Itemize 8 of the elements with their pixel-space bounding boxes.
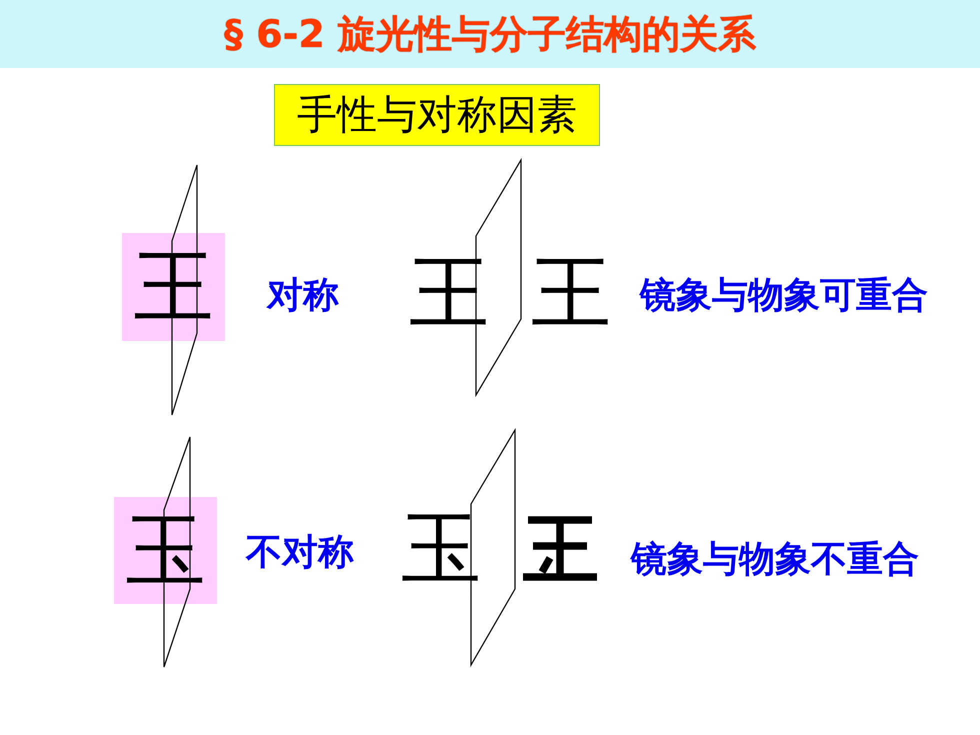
- symmetry-label: 对称: [267, 278, 339, 314]
- superimposable-note: 镜象与物象可重合: [640, 278, 928, 314]
- non-superimposable-note: 镜象与物象不重合: [631, 542, 919, 578]
- slide-title: § 6-2 旋光性与分子结构的关系: [222, 13, 758, 55]
- topic-box: [274, 84, 600, 146]
- asymmetry-label: 不对称: [246, 535, 354, 571]
- mirror-image-character: 王: [530, 253, 612, 333]
- topic-heading: 手性与对称因素: [297, 95, 577, 135]
